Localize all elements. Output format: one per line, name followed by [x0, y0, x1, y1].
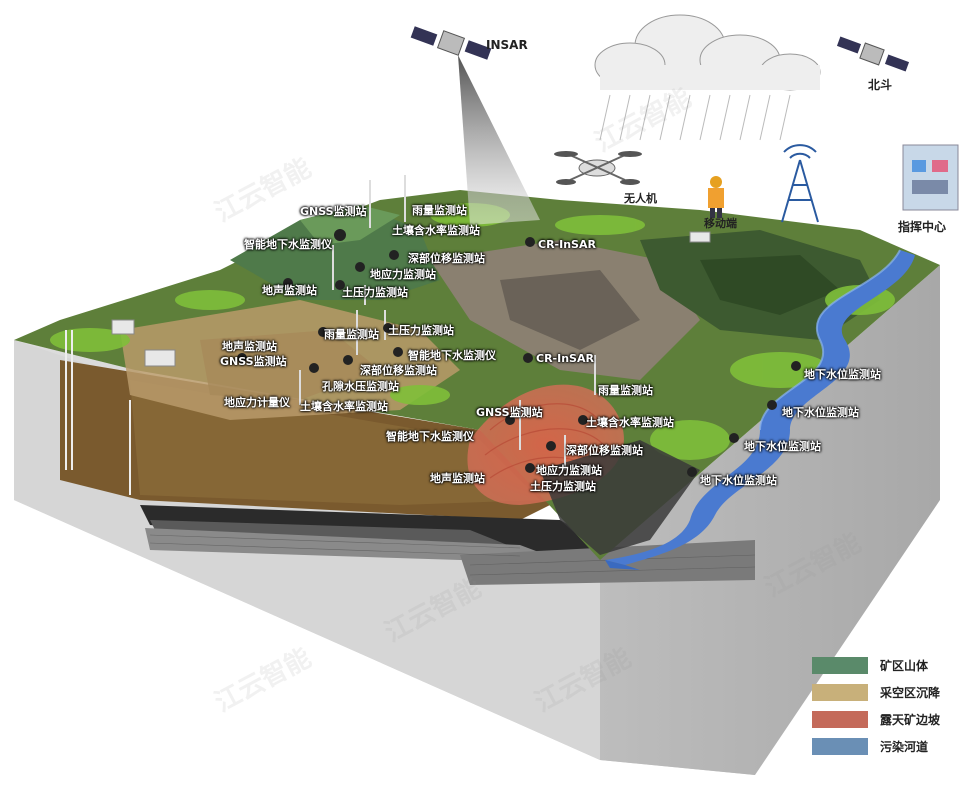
command-center-icon: [902, 144, 959, 211]
block-right-face: [600, 265, 940, 775]
station-label-cr-insar-1: CR-InSAR: [538, 238, 596, 251]
station-label-sound-1: 地声监测站: [262, 284, 317, 297]
station-label-groundwater-3: 智能地下水监测仪: [386, 430, 474, 443]
station-label-wl-3: 地下水位监测站: [744, 440, 821, 453]
legend-swatch: [812, 737, 868, 755]
command-center-label: 指挥中心: [898, 220, 947, 234]
station-label-soil-moisture-2: 土壤含水率监测站: [586, 416, 674, 429]
beidou-satellite-icon: [836, 36, 910, 72]
legend-label: 露天矿边坡: [880, 712, 941, 727]
signal-tower-icon: [781, 144, 819, 223]
station-label-ground-stress-1: 地应力监测站: [370, 268, 436, 281]
station-label-wl-2: 地下水位监测站: [782, 406, 859, 419]
station-label-rain-3: 雨量监测站: [598, 384, 653, 397]
legend-label: 采空区沉降: [880, 685, 941, 700]
station-label-rain-1: 雨量监测站: [412, 204, 467, 217]
legend-label: 污染河道: [880, 739, 929, 754]
station-label-groundwater-1: 智能地下水监测仪: [244, 238, 332, 251]
station-label-groundwater-2: 智能地下水监测仪: [408, 349, 496, 362]
drone-icon: [554, 151, 642, 185]
legend-label: 矿区山体: [880, 658, 929, 673]
station-label-deep-disp-3: 深部位移监测站: [566, 444, 643, 457]
legend-item-slope: 露天矿边坡: [812, 706, 962, 732]
legend: 矿区山体 采空区沉降 露天矿边坡 污染河道: [812, 652, 962, 760]
legend-item-subsidence: 采空区沉降: [812, 679, 962, 705]
beidou-label: 北斗: [868, 78, 893, 92]
station-label-stress-meter: 地应力计量仪: [224, 396, 290, 409]
station-label-deep-disp-2: 深部位移监测站: [360, 364, 437, 377]
station-label-gnss-1: GNSS监测站: [300, 205, 367, 218]
station-label-deep-disp-1: 深部位移监测站: [408, 252, 485, 265]
legend-item-mountain: 矿区山体: [812, 652, 962, 678]
rain-cloud-icon: [594, 14, 821, 141]
station-label-cr-insar-2: CR-InSAR: [536, 352, 594, 365]
sensor-markers: [237, 229, 801, 477]
insar-satellite-icon: [410, 26, 540, 225]
station-label-soil-moisture-1: 土壤含水率监测站: [392, 224, 480, 237]
polluted-river: [605, 250, 915, 565]
legend-swatch: [812, 710, 868, 728]
station-label-soil-level: 土壤含水率监测站: [300, 400, 388, 413]
drone-label: 无人机: [624, 192, 657, 205]
legend-item-river: 污染河道: [812, 733, 962, 759]
legend-swatch: [812, 683, 868, 701]
station-label-wl-1: 地下水位监测站: [804, 368, 881, 381]
station-label-gnss-3: GNSS监测站: [476, 406, 543, 419]
station-label-soil-pressure-2: 土压力监测站: [388, 324, 454, 337]
station-label-sound-3: 地声监测站: [430, 472, 485, 485]
station-label-wl-4: 地下水位监测站: [700, 474, 777, 487]
worker-icon: [708, 176, 724, 218]
mobile-worker-label: 移动端: [704, 217, 737, 230]
station-label-soil-pressure-3: 土压力监测站: [530, 480, 596, 493]
bedrock-layer: [145, 528, 560, 560]
station-label-rain-2: 雨量监测站: [324, 328, 379, 341]
station-label-soil-pressure-1: 土压力监测站: [342, 286, 408, 299]
station-label-ground-stress-2: 地应力监测站: [536, 464, 602, 477]
station-poles: [299, 175, 596, 470]
station-label-sound-2: 地声监测站: [222, 340, 277, 353]
station-label-pore-pressure-1: 孔隙水压监测站: [322, 380, 399, 393]
insar-label: INSAR: [486, 38, 528, 52]
legend-swatch: [812, 656, 868, 674]
mountain: [230, 205, 440, 300]
station-label-gnss-2: GNSS监测站: [220, 355, 287, 368]
